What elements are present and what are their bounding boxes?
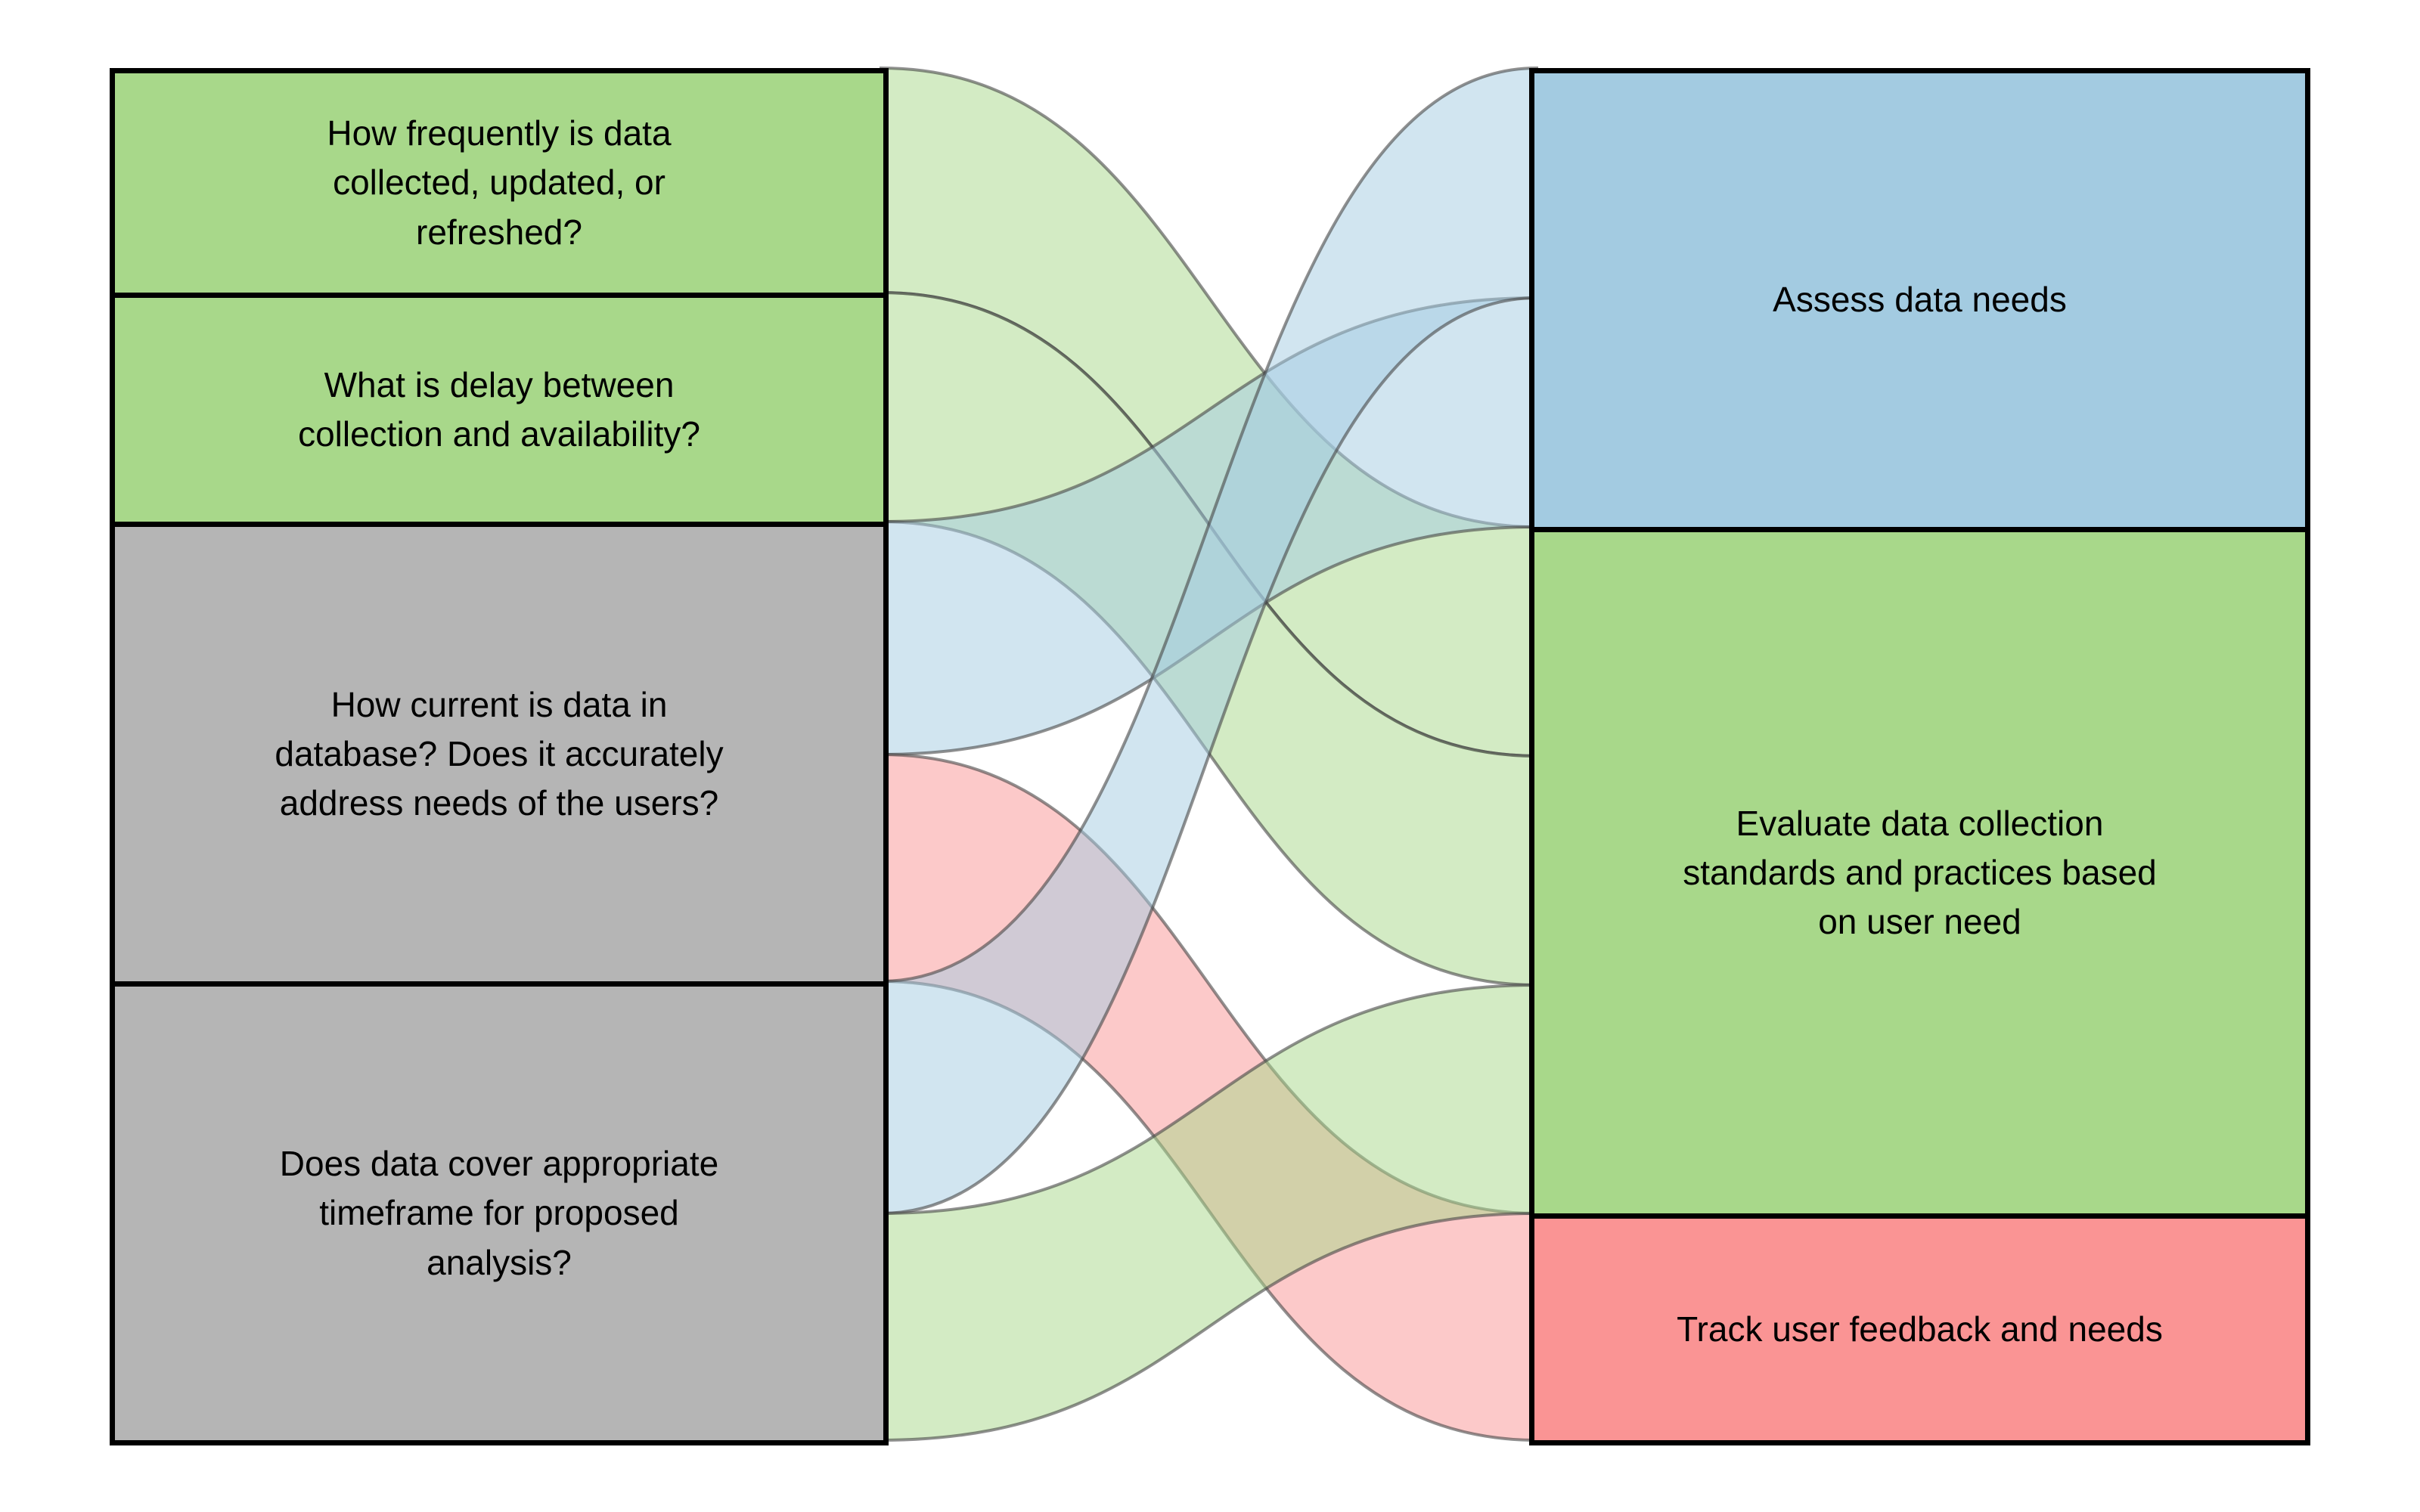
node-action-assess-data-needs: Assess data needs [1529, 68, 2310, 532]
node-question-timeframe: Does data cover appropriate timeframe fo… [110, 981, 889, 1445]
node-question-delay: What is delay between collection and ava… [110, 293, 889, 527]
node-action-evaluate-standards: Evaluate data collection standards and p… [1529, 527, 2310, 1219]
node-question-frequency: How frequently is data collected, update… [110, 68, 889, 298]
node-action-track-feedback: Track user feedback and needs [1529, 1213, 2310, 1445]
node-question-currency: How current is data in database? Does it… [110, 522, 889, 987]
